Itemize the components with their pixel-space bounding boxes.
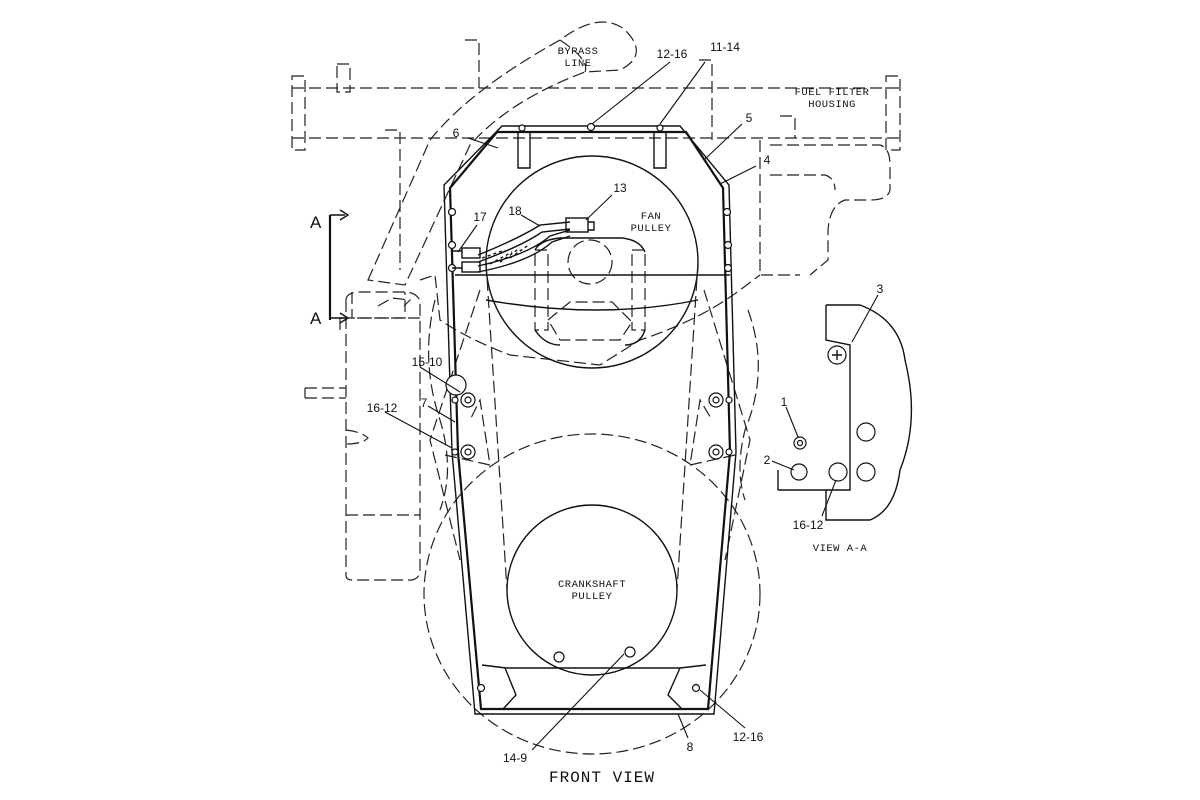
callout-16-12-view: 16-12 <box>793 518 824 532</box>
callout-6: 6 <box>453 126 460 140</box>
callout-14-9: 14-9 <box>503 751 527 765</box>
note-bypass-line-1: BYPASS <box>558 46 599 58</box>
section-letter-bottom: A <box>310 309 322 328</box>
lube-hoses <box>452 217 595 273</box>
diagram-notes: BYPASS LINE FUEL FILTER HOUSING FAN PULL… <box>558 46 870 603</box>
fuel-filter-left <box>304 291 421 581</box>
note-crankshaft-2: PULLEY <box>572 591 613 603</box>
note-crankshaft-1: CRANKSHAFT <box>558 579 626 591</box>
callout-12-16-bottom: 12-16 <box>733 730 764 744</box>
callout-17: 17 <box>473 210 487 224</box>
callout-1: 1 <box>781 395 788 409</box>
callout-16-12-left: 16-12 <box>367 401 398 415</box>
guard-bolts <box>445 122 733 693</box>
callout-12-16-top: 12-16 <box>657 47 688 61</box>
section-marker: A A <box>310 209 350 328</box>
callout-2: 2 <box>764 453 771 467</box>
note-fan-pulley-1: FAN <box>641 211 661 223</box>
fuel-pipe-assembly <box>291 39 901 276</box>
belt-paths <box>429 261 751 591</box>
engine-block <box>419 274 761 511</box>
belt-guard <box>443 125 737 715</box>
note-fuel-filter-1: FUEL FILTER <box>795 87 870 99</box>
callout-3: 3 <box>877 282 884 296</box>
note-fuel-filter-2: HOUSING <box>808 99 856 111</box>
callout-11-14: 11-14 <box>710 40 740 54</box>
callout-7: 7 <box>421 396 428 410</box>
callout-13: 13 <box>613 181 627 195</box>
note-bypass-line-2: LINE <box>564 58 591 70</box>
callout-5: 5 <box>746 111 753 125</box>
leader-lines <box>384 61 879 751</box>
front-view-title: FRONT VIEW <box>549 769 655 787</box>
view-a-a-detail <box>777 304 913 521</box>
callout-numbers: 12-16 11-14 5 4 6 13 18 17 15-10 7 16-12… <box>367 40 884 765</box>
note-fan-pulley-2: PULLEY <box>631 223 672 235</box>
crank-circle-outer <box>423 433 761 755</box>
callout-8: 8 <box>687 740 694 754</box>
bypass-line <box>367 21 637 286</box>
callout-18: 18 <box>508 204 522 218</box>
callout-15-10: 15-10 <box>412 355 443 369</box>
view-a-a-title: VIEW A-A <box>813 543 868 555</box>
section-letter-top: A <box>310 213 322 232</box>
callout-4: 4 <box>764 153 771 167</box>
